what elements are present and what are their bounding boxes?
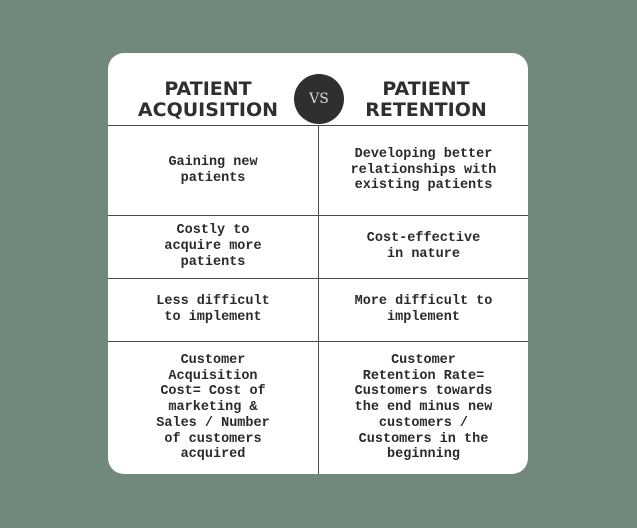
row-1-retention-cell: Developing better relationships with exi… xyxy=(350,146,497,194)
comparison-card: PATIENT ACQUISITION VS PATIENT RETENTION… xyxy=(108,53,528,474)
row-4-acquisition-cell: Customer Acquisition Cost= Cost of marke… xyxy=(156,353,270,463)
vs-badge: VS xyxy=(294,74,344,124)
row-2-retention-cell: Cost-effective in nature xyxy=(366,231,481,262)
row-1-acquisition-cell: Gaining new patients xyxy=(168,154,258,186)
retention-heading: PATIENT RETENTION xyxy=(365,78,487,121)
comparison-header: PATIENT ACQUISITION VS PATIENT RETENTION xyxy=(108,53,528,125)
row-2-acquisition-cell: Costly to acquire more patients xyxy=(164,223,262,270)
row-divider xyxy=(108,215,528,216)
row-3-acquisition-cell: Less difficult to implement xyxy=(156,294,270,325)
acquisition-heading: PATIENT ACQUISITION xyxy=(137,78,279,121)
row-3-retention-cell: More difficult to implement xyxy=(354,294,493,325)
row-divider xyxy=(108,278,528,279)
row-4-retention-cell: Customer Retention Rate= Customers towar… xyxy=(354,353,493,463)
column-divider xyxy=(318,125,319,474)
row-divider xyxy=(108,341,528,342)
